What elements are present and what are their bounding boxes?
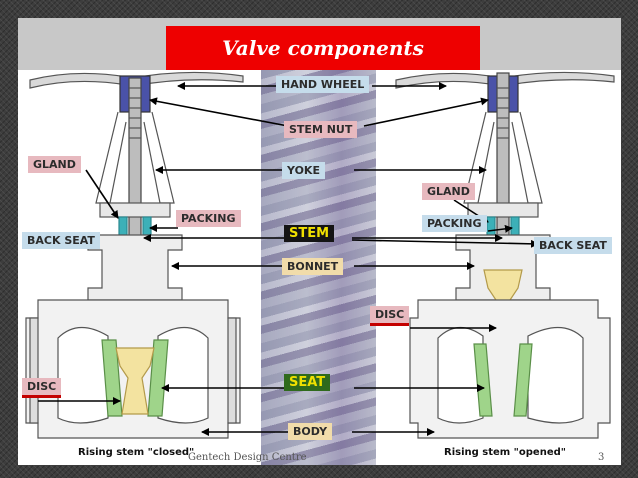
- label-gland-left: GLAND: [28, 156, 81, 173]
- label-back-seat-left: BACK SEAT: [22, 232, 100, 249]
- pointer-arrows: [38, 82, 539, 436]
- label-bonnet: BONNET: [282, 258, 344, 275]
- left-valve-closed: [25, 71, 244, 439]
- label-stem: STEM: [284, 225, 335, 242]
- label-body: BODY: [288, 423, 333, 440]
- label-stem-nut: STEM NUT: [284, 121, 358, 138]
- slide: Valve components: [18, 18, 621, 465]
- label-yoke: YOKE: [282, 162, 325, 179]
- label-disc-left: DISC: [22, 378, 62, 398]
- label-back-seat-right: BACK SEAT: [534, 237, 612, 254]
- valve-drawings: [25, 71, 615, 439]
- right-valve-opened: [395, 71, 615, 439]
- label-packing-left: PACKING: [176, 210, 241, 227]
- title-box: Valve components: [166, 26, 480, 70]
- label-gland-right: GLAND: [422, 183, 475, 200]
- label-seat: SEAT: [284, 374, 331, 391]
- page-number: 3: [598, 452, 605, 463]
- label-hand-wheel: HAND WHEEL: [276, 76, 370, 93]
- caption-opened: Rising stem "opened": [444, 447, 566, 458]
- footer-source: Gentech Design Centre: [188, 452, 307, 463]
- label-packing-right: PACKING: [422, 215, 487, 232]
- caption-closed: Rising stem "closed": [78, 447, 195, 458]
- label-disc-right: DISC: [370, 306, 410, 326]
- slide-title: Valve components: [222, 36, 424, 60]
